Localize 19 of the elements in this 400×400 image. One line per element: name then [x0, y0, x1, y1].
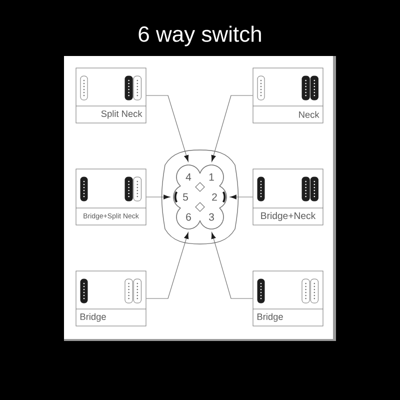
arrow: [211, 232, 254, 299]
arrow: [146, 194, 170, 200]
arrow: [230, 194, 254, 200]
switch-lobe: 4: [176, 164, 200, 186]
switch-lobe: 5: [173, 186, 188, 208]
pickup-box: Bridge: [76, 270, 146, 326]
switch-body: [161, 150, 239, 244]
pickup-box: Bridge: [252, 270, 324, 326]
pickup-box: Bridge+Neck: [252, 168, 324, 226]
arrow: [211, 95, 254, 162]
switch-lobe: 3: [200, 208, 224, 230]
pickup-box: Split Neck: [76, 68, 146, 124]
arrow: [146, 232, 189, 299]
switch-lobe: 2: [212, 186, 227, 208]
arrow: [146, 95, 189, 162]
switch-lobe: 6: [176, 208, 200, 230]
pickup-box: Neck: [252, 68, 324, 124]
switch-lobe: 1: [200, 164, 224, 186]
title: 6 way switch: [138, 26, 261, 46]
